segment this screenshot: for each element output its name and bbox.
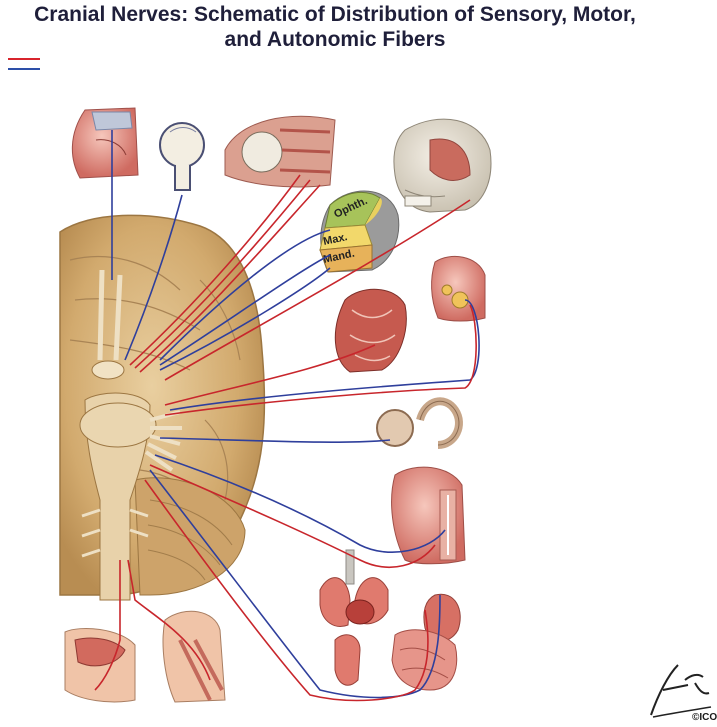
- nasal-cavity-drawing: [71, 107, 139, 179]
- sensory-fiber-pathways: [111, 130, 480, 699]
- eyeball-drawing: [159, 122, 205, 191]
- artist-signature-logo: [650, 664, 712, 718]
- legend-line-red: [8, 58, 40, 60]
- legend-line-blue: [8, 68, 40, 70]
- pharynx-drawing: [391, 466, 466, 565]
- tongue-drawing: [64, 627, 136, 703]
- signature-mark: ©ICON: [692, 712, 717, 723]
- label-maxillary: Max.: [322, 231, 348, 248]
- motor-fiber-pathways: [94, 174, 477, 702]
- facial-muscles-drawing: [334, 288, 407, 373]
- title-line-2: and Autonomic Fibers: [224, 28, 446, 51]
- oral-cavity-drawing: [431, 255, 486, 322]
- skull-drawing: [393, 118, 492, 213]
- inner-ear-drawing: [376, 397, 463, 449]
- orbit-muscles-drawing: [224, 115, 336, 188]
- fiber-legend: [8, 58, 40, 78]
- viscera-drawing: [319, 549, 461, 691]
- neck-muscles-drawing: [162, 610, 226, 703]
- title-line-1: Cranial Nerves: Schematic of Distributio…: [34, 3, 636, 26]
- brain-inferior-view: [59, 214, 266, 601]
- page-title: Cranial Nerves: Schematic of Distributio…: [0, 2, 670, 52]
- face-sensory-zones-drawing: Ophth. Max. Mand.: [319, 190, 400, 273]
